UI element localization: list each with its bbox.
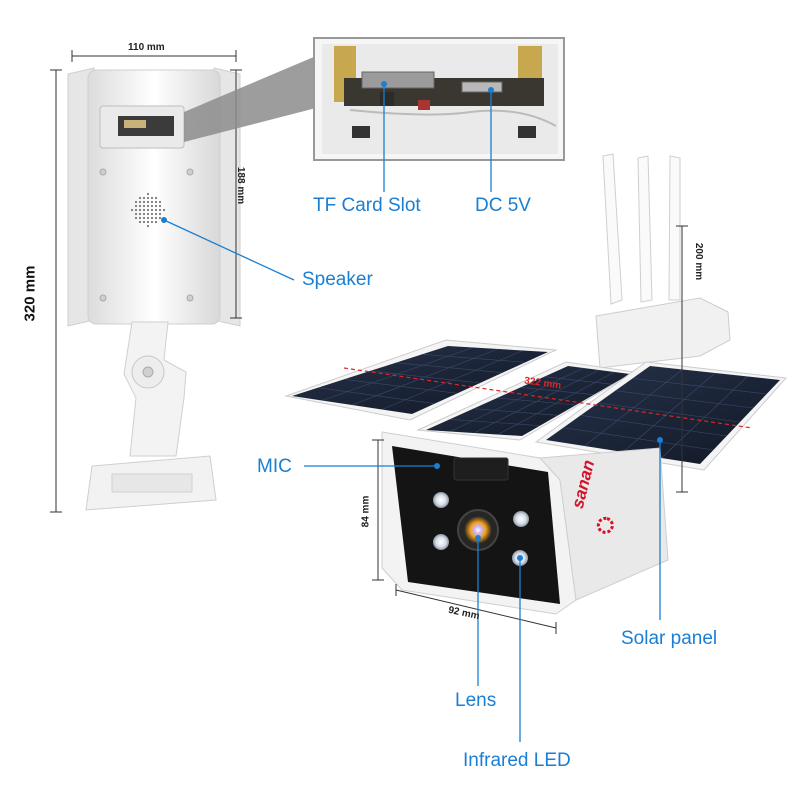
solar-panel-label: Solar panel bbox=[621, 628, 718, 649]
mount-arm bbox=[123, 321, 187, 457]
speaker-grill-hole bbox=[154, 212, 158, 216]
speaker-grill-hole bbox=[138, 216, 142, 220]
speaker-grill-hole bbox=[142, 220, 146, 224]
speaker-grill-hole bbox=[134, 212, 138, 216]
solar-cell-line bbox=[473, 369, 600, 434]
dimension-lines-camera bbox=[372, 225, 688, 634]
speaker-grill-hole bbox=[130, 208, 134, 212]
led-bottom-left bbox=[433, 534, 449, 550]
rear-view bbox=[67, 67, 241, 511]
speaker-grill-hole bbox=[146, 216, 150, 220]
speaker-grill-hole bbox=[154, 208, 158, 212]
solar-panels bbox=[284, 339, 788, 471]
solar-cell-line bbox=[622, 372, 716, 453]
speaker-grill-hole bbox=[142, 208, 146, 212]
solar-cell-line bbox=[584, 369, 683, 447]
speaker-grill-hole bbox=[142, 204, 146, 208]
speaker-grill-hole bbox=[146, 200, 150, 204]
solar-cell-line bbox=[321, 347, 474, 401]
speaker-grill-hole bbox=[150, 196, 154, 200]
speaker-grill-hole bbox=[150, 220, 154, 224]
speaker-grill-hole bbox=[150, 216, 154, 220]
speaker-grill-hole bbox=[134, 204, 138, 208]
speaker-grill-hole bbox=[146, 196, 150, 200]
solar-camera: sanan bbox=[284, 153, 788, 615]
speaker-grill-hole bbox=[134, 216, 138, 220]
closeup-inset bbox=[184, 37, 565, 161]
speaker-grill-hole bbox=[154, 216, 158, 220]
speaker-grill-hole bbox=[138, 204, 142, 208]
speaker-grill-hole bbox=[146, 224, 150, 228]
speaker-grill-hole bbox=[154, 204, 158, 208]
solar-cell-line bbox=[351, 348, 499, 406]
speaker-grill-hole bbox=[158, 208, 162, 212]
mic-label: MIC bbox=[257, 456, 292, 477]
speaker-grill-hole bbox=[146, 204, 150, 208]
speaker-grill-hole bbox=[158, 200, 162, 204]
speaker-grill-hole bbox=[138, 196, 142, 200]
speaker-grill-hole bbox=[138, 200, 142, 204]
speaker-grill-hole bbox=[158, 216, 162, 220]
speaker-label: Speaker bbox=[302, 269, 373, 290]
solar-cell-line bbox=[497, 371, 615, 435]
dim-width-front: 110 mm bbox=[128, 42, 165, 53]
callout-leaders bbox=[163, 84, 661, 742]
solar-cell-line bbox=[381, 350, 524, 410]
solar-cell-line bbox=[661, 376, 748, 459]
speaker-grill-hole bbox=[146, 212, 150, 216]
speaker-grill-hole bbox=[154, 220, 158, 224]
speaker-grill-hole bbox=[150, 204, 154, 208]
speaker-grill-hole bbox=[142, 212, 146, 216]
dim-height-total: 320 mm bbox=[21, 265, 39, 322]
dim-camera-height: 84 mm bbox=[360, 495, 372, 528]
speaker-grill-hole bbox=[134, 208, 138, 212]
infrared-led-label: Infrared LED bbox=[463, 750, 571, 771]
speaker-grill-hole bbox=[162, 208, 166, 212]
led-top-right bbox=[513, 511, 529, 527]
speaker-grill-hole bbox=[158, 204, 162, 208]
tf-card-slot-label: TF Card Slot bbox=[313, 195, 421, 216]
led-top-left bbox=[433, 492, 449, 508]
speaker-grill-hole bbox=[150, 208, 154, 212]
dc-5v-label: DC 5V bbox=[475, 195, 531, 216]
speaker-grill-hole bbox=[146, 220, 150, 224]
speaker-grill-hole bbox=[146, 208, 150, 212]
lens-label: Lens bbox=[455, 690, 497, 711]
speaker-grill-hole bbox=[154, 196, 158, 200]
speaker-grill-hole bbox=[158, 212, 162, 216]
speaker-grill-hole bbox=[146, 192, 150, 196]
speaker-grill-hole bbox=[150, 212, 154, 216]
solar-cell-line bbox=[449, 367, 584, 432]
speaker-grill-hole bbox=[142, 200, 146, 204]
speaker-grill bbox=[130, 192, 166, 228]
speaker-grill-hole bbox=[142, 216, 146, 220]
callout-dots bbox=[161, 81, 663, 561]
speaker-grill-hole bbox=[150, 200, 154, 204]
speaker-grill-hole bbox=[138, 220, 142, 224]
antennas bbox=[602, 153, 681, 305]
dim-antenna-height: 200 mm bbox=[693, 242, 705, 281]
dim-height-body: 188 mm bbox=[235, 166, 247, 205]
speaker-grill-hole bbox=[154, 200, 158, 204]
speaker-grill-hole bbox=[142, 196, 146, 200]
speaker-grill-hole bbox=[138, 208, 142, 212]
speaker-grill-hole bbox=[134, 200, 138, 204]
speaker-grill-hole bbox=[138, 212, 142, 216]
